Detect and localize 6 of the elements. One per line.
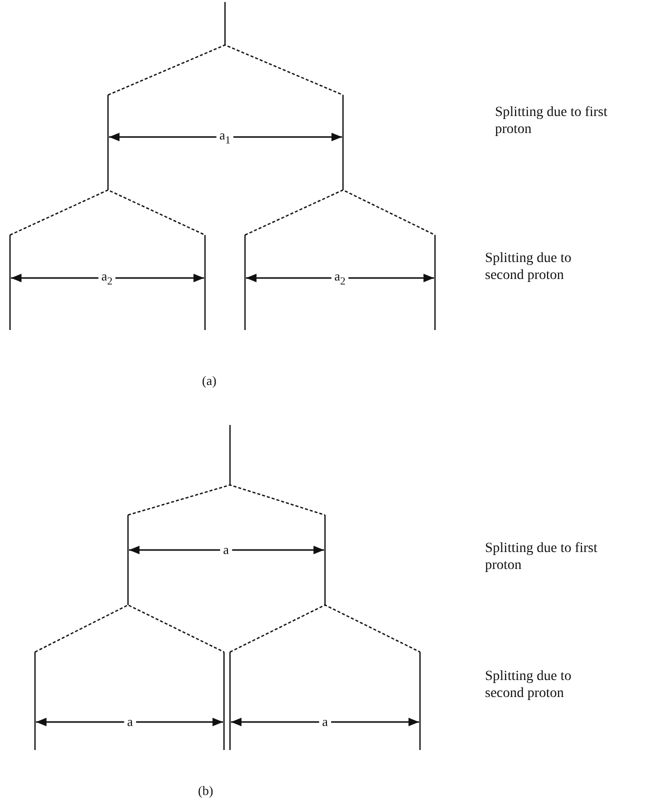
- level-label: Splitting due to second proton: [485, 250, 572, 284]
- level-label: Splitting due to first proton: [495, 104, 608, 138]
- panel-label: (a): [202, 372, 216, 389]
- level-label: Splitting due to first proton: [485, 540, 598, 574]
- level-label: Splitting due to second proton: [485, 668, 572, 702]
- panel-label: (b): [198, 782, 214, 799]
